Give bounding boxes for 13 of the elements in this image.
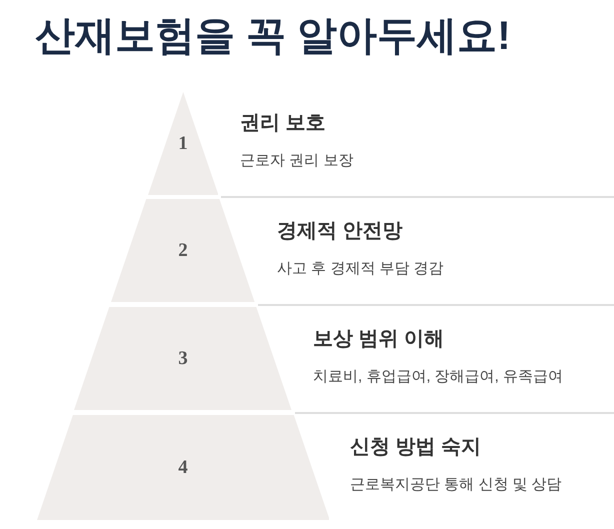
step-description: 근로복지공단 통해 신청 및 상담 xyxy=(350,475,562,495)
title: 산재보험을 꼭 알아두세요! xyxy=(35,13,511,60)
step-number: 4 xyxy=(178,455,188,480)
step-number: 1 xyxy=(178,131,188,156)
step-heading: 보상 범위 이해 xyxy=(313,327,444,352)
step-description: 치료비, 휴업급여, 장해급여, 유족급여 xyxy=(313,367,564,387)
step-description: 사고 후 경제적 부담 경감 xyxy=(277,259,444,279)
step-heading: 권리 보호 xyxy=(240,111,326,136)
step-heading: 신청 방법 숙지 xyxy=(350,435,482,460)
step-description: 근로자 권리 보장 xyxy=(240,151,354,171)
step-number: 2 xyxy=(178,238,188,262)
step-number: 3 xyxy=(178,346,188,370)
step-heading: 경제적 안전망 xyxy=(277,219,403,244)
